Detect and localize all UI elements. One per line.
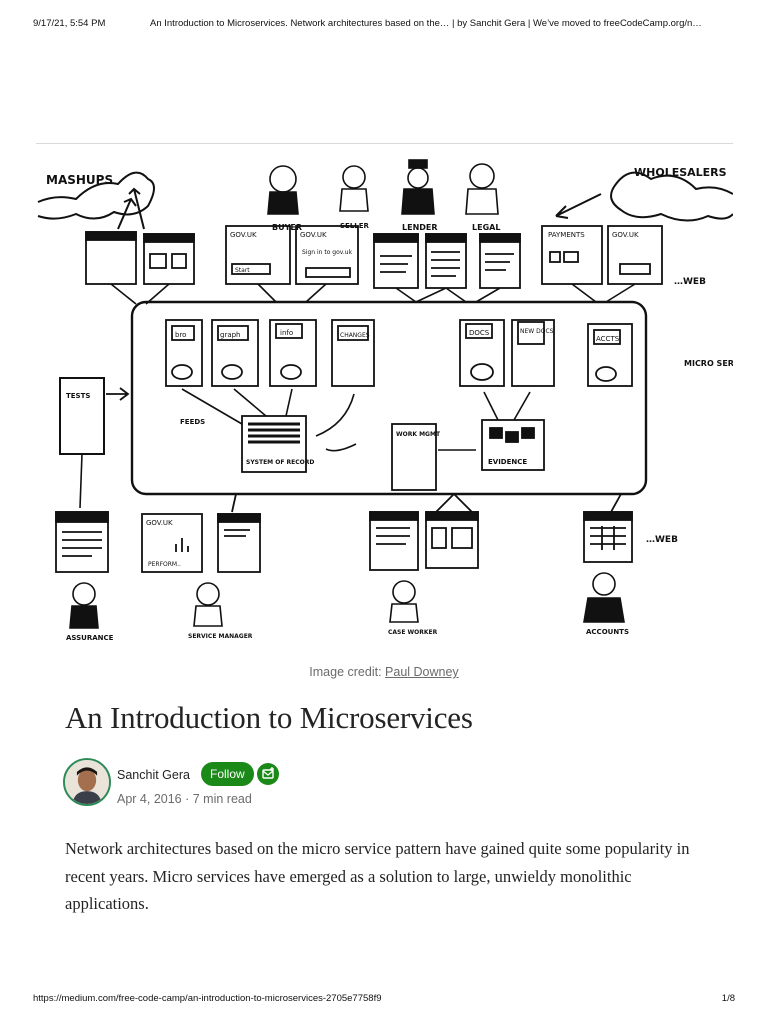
bottom-screens: GOV.UK PERFORM.. xyxy=(55,493,633,573)
microservices-bus xyxy=(130,300,648,496)
persona-seller: SELLER xyxy=(339,165,370,230)
article-meta: Apr 4, 2016 · 7 min read xyxy=(117,792,252,806)
subscribe-mail-icon xyxy=(262,767,274,779)
label-tests: TESTS xyxy=(66,392,90,400)
svg-text:LEGAL: LEGAL xyxy=(472,223,500,232)
svg-text:SERVICE MANAGER: SERVICE MANAGER xyxy=(188,633,253,640)
svg-text:GOV.UK: GOV.UK xyxy=(146,519,173,527)
article-paragraph: Network architectures based on the micro… xyxy=(65,839,690,913)
svg-text:GOV.UK: GOV.UK xyxy=(300,231,327,239)
persona-case-worker: CASE WORKER xyxy=(388,580,438,636)
label-web-bottom: …WEB xyxy=(646,535,678,545)
persona-accounts: ACCOUNTS xyxy=(583,572,629,636)
print-url: https://medium.com/free-code-camp/an-int… xyxy=(33,993,382,1004)
svg-text:DOCS: DOCS xyxy=(469,329,490,337)
label-feeds: FEEDS xyxy=(180,418,205,426)
hero-image: MASHUPS WHOLESALERS BUYER SELLER LENDER … xyxy=(36,143,733,652)
svg-text:ACCTS: ACCTS xyxy=(596,335,620,343)
svg-text:CHANGES: CHANGES xyxy=(340,332,370,339)
persona-service-manager: SERVICE MANAGER xyxy=(188,582,253,640)
svg-text:BUYER: BUYER xyxy=(272,223,302,232)
author-name[interactable]: Sanchit Gera xyxy=(117,768,190,782)
follow-button[interactable]: Follow xyxy=(201,762,254,786)
persona-assurance: ASSURANCE xyxy=(66,582,114,642)
read-time: 7 min read xyxy=(192,792,252,806)
tests-box xyxy=(59,377,105,455)
svg-text:EVIDENCE: EVIDENCE xyxy=(488,458,527,466)
svg-text:WORK MGMT: WORK MGMT xyxy=(396,431,441,438)
print-footer: https://medium.com/free-code-camp/an-int… xyxy=(33,993,735,1004)
svg-text:ASSURANCE: ASSURANCE xyxy=(66,634,114,642)
publish-date: Apr 4, 2016 xyxy=(117,792,182,806)
avatar-portrait xyxy=(65,760,109,804)
label-web-top: …WEB xyxy=(674,277,706,287)
svg-text:GOV.UK: GOV.UK xyxy=(612,231,639,239)
svg-text:graph: graph xyxy=(220,331,241,339)
persona-legal: LEGAL xyxy=(465,163,500,232)
svg-text:bro: bro xyxy=(175,331,186,339)
label-micro-services: MICRO SERVICES xyxy=(684,359,733,368)
svg-text:Start: Start xyxy=(235,267,250,274)
svg-text:info: info xyxy=(280,329,293,337)
svg-text:Sign in to gov.uk: Sign in to gov.uk xyxy=(302,249,353,256)
svg-text:LENDER: LENDER xyxy=(402,223,438,232)
label-mashups: MASHUPS xyxy=(46,173,113,187)
svg-text:NEW DOCS: NEW DOCS xyxy=(520,328,554,335)
services: bro graph info CHANGES DOCS NEW DOCS ACC… xyxy=(165,319,633,491)
print-date: 9/17/21, 5:54 PM xyxy=(33,18,106,29)
subscribe-button[interactable] xyxy=(257,763,279,785)
caption-credit-link[interactable]: Paul Downey xyxy=(385,665,459,679)
print-page-number: 1/8 xyxy=(721,993,735,1004)
svg-text:PAYMENTS: PAYMENTS xyxy=(548,231,585,239)
svg-text:CASE WORKER: CASE WORKER xyxy=(388,629,438,636)
label-wholesalers: WHOLESALERS xyxy=(634,166,727,179)
svg-text:ACCOUNTS: ACCOUNTS xyxy=(586,628,629,636)
top-screens: GOV.UK Start GOV.UK Sign in to gov.uk PA… xyxy=(85,225,663,289)
article-title: An Introduction to Microservices xyxy=(65,700,473,735)
microservices-sketch: MASHUPS WHOLESALERS BUYER SELLER LENDER … xyxy=(37,159,733,642)
caption-prefix: Image credit: xyxy=(309,665,386,679)
print-header: 9/17/21, 5:54 PM An Introduction to Micro… xyxy=(33,18,748,29)
mashups-cloud xyxy=(37,171,155,220)
meta-separator: · xyxy=(181,792,193,806)
persona-buyer: BUYER xyxy=(267,165,302,232)
print-title: An Introduction to Microservices. Networ… xyxy=(150,18,702,29)
persona-lender: LENDER xyxy=(401,159,438,232)
svg-text:GOV.UK: GOV.UK xyxy=(230,231,257,239)
author-row: Sanchit Gera Follow Apr 4, 2016 · 7 min … xyxy=(63,758,463,810)
svg-text:PERFORM..: PERFORM.. xyxy=(148,561,181,568)
author-avatar[interactable] xyxy=(63,758,111,806)
wholesalers-cloud xyxy=(610,171,733,222)
svg-text:SYSTEM OF RECORD: SYSTEM OF RECORD xyxy=(246,459,314,466)
image-caption: Image credit: Paul Downey xyxy=(0,665,768,679)
